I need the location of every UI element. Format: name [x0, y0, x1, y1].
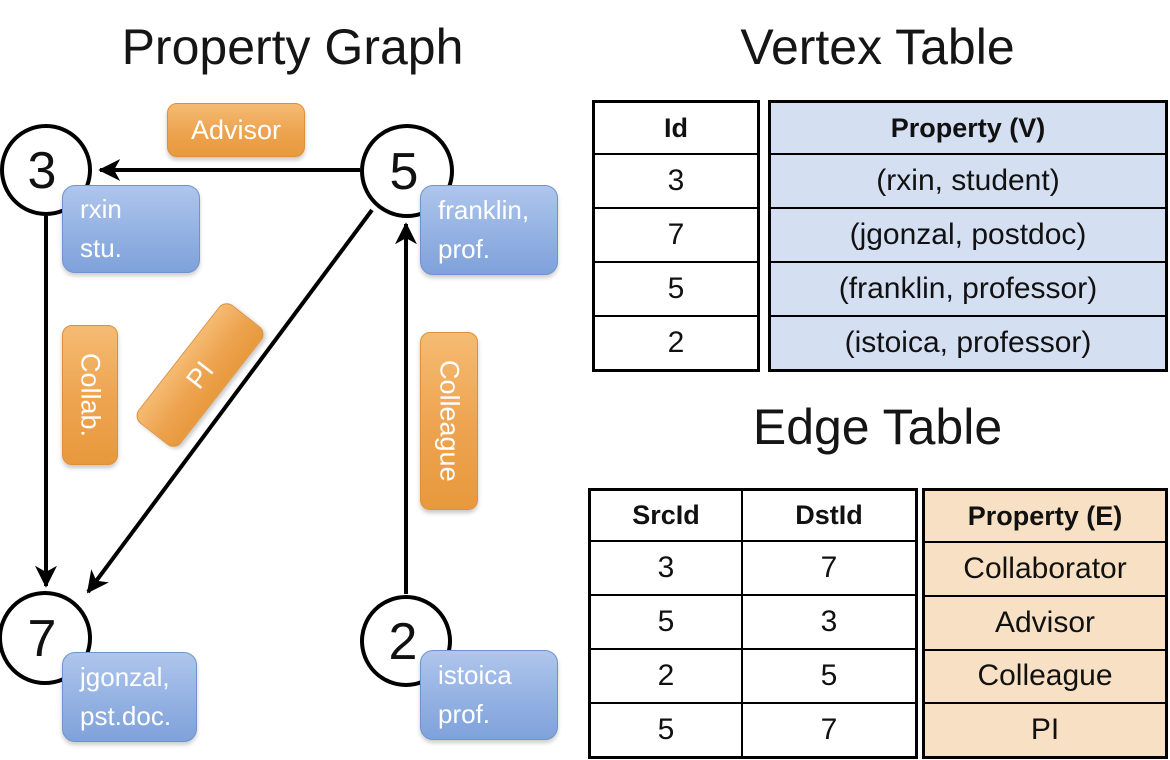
- vertex-property-line: prof.: [438, 234, 491, 264]
- edge-arrow-5-to-7: [86, 208, 374, 594]
- property-graph-title: Property Graph: [121, 19, 464, 75]
- edge-label-advisor: Advisor: [167, 103, 305, 157]
- table-cell: 5: [591, 702, 741, 756]
- vertex-property-box-3: rxin stu.: [62, 185, 200, 273]
- edge-table-header-dstid: DstId: [741, 491, 915, 540]
- table-cell: Collaborator: [925, 541, 1165, 595]
- edge-table: SrcId DstId 3 7 5 3 2 5 5 7 Property (E)…: [588, 488, 1168, 759]
- vertex-property-line: istoica: [438, 660, 512, 691]
- table-cell: 7: [741, 540, 915, 594]
- property-graph-diagram: 3 5 7 2: [0, 124, 454, 687]
- node-2-id: 2: [389, 613, 418, 671]
- table-cell: (rxin, student): [771, 153, 1165, 207]
- vertex-table-header-id: Id: [664, 112, 688, 143]
- edge-table-header-property: Property (E): [925, 491, 1165, 541]
- vertex-table-header-property: Property (V): [771, 103, 1165, 153]
- vertex-property-line: prof.: [438, 699, 491, 729]
- table-cell: 7: [741, 702, 915, 756]
- node-5-id: 5: [390, 143, 419, 201]
- edge-label-colleague: Colleague: [420, 332, 478, 510]
- edge-table-id-columns: SrcId DstId 3 7 5 3 2 5 5 7: [588, 488, 918, 759]
- vertex-property-line: stu.: [80, 233, 122, 263]
- table-cell: 5: [741, 648, 915, 702]
- vertex-table-id-column: Id 3 7 5 2: [592, 100, 760, 372]
- table-cell: 3: [595, 153, 757, 207]
- edge-table-title: Edge Table: [752, 399, 1003, 455]
- vertex-table-property-column: Property (V) (rxin, student) (jgonzal, p…: [768, 100, 1168, 372]
- table-cell: 3: [591, 540, 741, 594]
- table-cell: Colleague: [925, 648, 1165, 703]
- table-cell: 2: [595, 315, 757, 369]
- table-cell: 2: [591, 648, 741, 702]
- vertex-property-box-5: franklin, prof.: [420, 185, 558, 275]
- table-cell: PI: [925, 702, 1165, 756]
- table-cell: (jgonzal, postdoc): [771, 207, 1165, 261]
- table-cell: 5: [595, 261, 757, 315]
- vertex-table: Id 3 7 5 2 Property (V) (rxin, student) …: [592, 100, 1168, 372]
- edge-label-collab: Collab.: [62, 325, 118, 465]
- vertex-property-line: rxin: [80, 194, 122, 225]
- node-7-id: 7: [28, 610, 57, 668]
- vertex-property-line: jgonzal,: [80, 662, 170, 693]
- table-cell: 3: [741, 594, 915, 648]
- vertex-property-line: franklin,: [438, 195, 530, 226]
- table-cell: (franklin, professor): [771, 261, 1165, 315]
- edge-table-header-srcid: SrcId: [632, 500, 700, 530]
- table-cell: 5: [591, 594, 741, 648]
- table-cell: Advisor: [925, 594, 1165, 649]
- vertex-property-box-2: istoica prof.: [420, 650, 558, 740]
- vertex-property-line: pst.doc.: [80, 701, 172, 731]
- table-cell: 7: [595, 207, 757, 261]
- vertex-table-title: Vertex Table: [740, 19, 1015, 75]
- vertex-property-box-7: jgonzal, pst.doc.: [62, 652, 197, 742]
- table-cell: (istoica, professor): [771, 315, 1165, 369]
- node-3-id: 3: [28, 142, 57, 200]
- edge-table-property-column: Property (E) Collaborator Advisor Collea…: [922, 488, 1168, 759]
